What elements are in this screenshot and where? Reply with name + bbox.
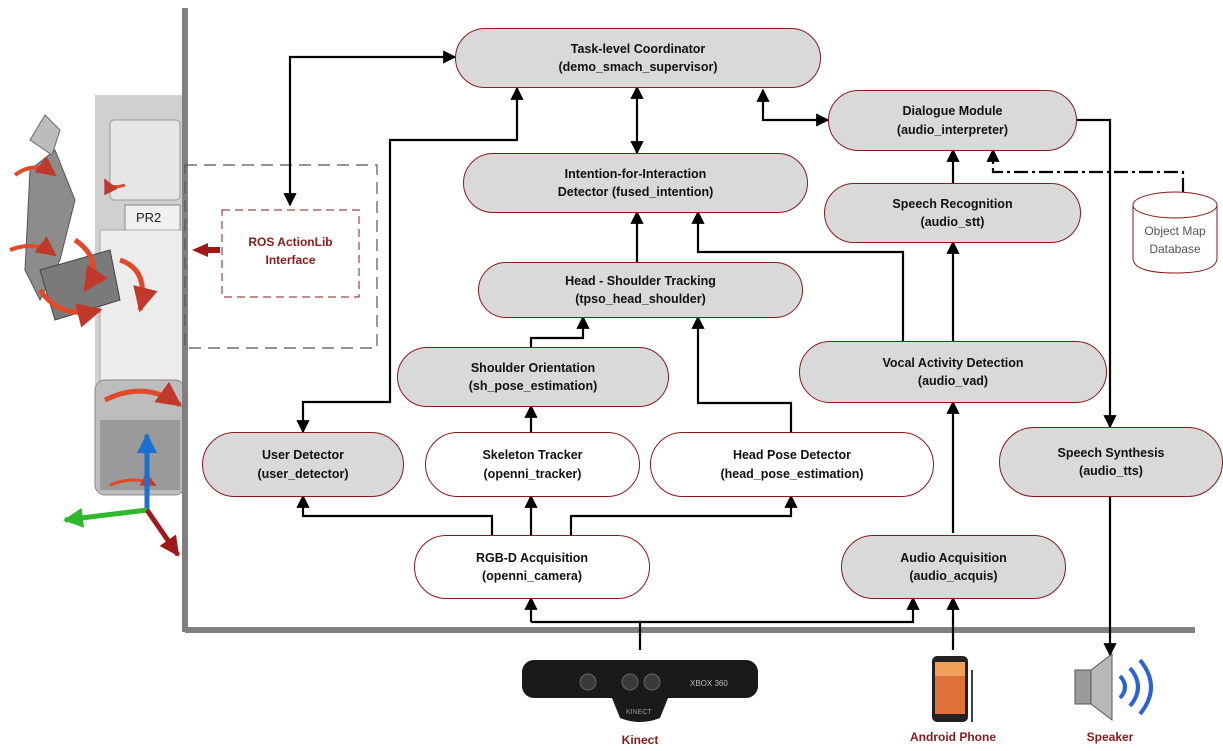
kinect-brand-text: XBOX 360 [690,679,728,688]
node-title: Head - Shoulder Tracking [565,273,716,288]
connector-database-dialogue [986,148,1185,192]
database-line2: Database [1149,242,1201,256]
coordinate-axes [63,433,181,557]
node-subtitle: Detector (fused_intention) [557,185,714,199]
node-subtitle: (openni_camera) [481,569,583,583]
kinect-device-image: XBOX 360 KINECT [522,660,758,722]
pr2-badge: PR2 [136,210,161,225]
node-vocal-activity: Vocal Activity Detection (audio_vad) [799,341,1107,403]
connector-ros-coordinator [283,50,457,207]
node-title: Task-level Coordinator [570,41,706,56]
node-subtitle: (head_pose_estimation) [720,466,864,481]
node-speech-recognition: Speech Recognition (audio_stt) [824,183,1081,243]
node-title: RGB-D Acquisition [475,550,589,565]
node-subtitle: (openni_tracker) [483,466,582,481]
node-title: Shoulder Orientation [470,360,596,375]
node-head-pose-detector: Head Pose Detector (head_pose_estimation… [650,432,934,497]
node-title: Audio Acquisition [900,550,1007,565]
ros-actionlib-line1: ROS ActionLib [248,235,333,249]
connectors [283,50,1185,657]
node-speech-synthesis: Speech Synthesis (audio_tts) [999,427,1223,497]
connector-userdetector-coordinator [296,86,524,434]
connector-vad-intention [691,210,905,341]
node-subtitle: (audio_stt) [920,215,985,229]
connector-rgbd-userdetector [296,494,494,535]
speaker-icon [1074,652,1153,722]
node-task-coordinator: Task-level Coordinator (demo_smach_super… [455,28,821,88]
connector-dialogue-tts [1077,118,1117,429]
node-title: Head Pose Detector [732,448,852,463]
ros-actionlib-interface [184,164,378,349]
node-subtitle: (audio_tts) [1079,464,1143,478]
node-title: Speech Recognition [892,196,1013,211]
node-subtitle: (audio_interpreter) [896,122,1009,137]
node-title: User Detector [262,448,344,463]
ros-actionlib-label: ROS ActionLib Interface [225,233,356,269]
node-head-shoulder-tracking: Head - Shoulder Tracking (tpso_head_shou… [478,262,803,318]
node-dialogue-module: Dialogue Module (audio_interpreter) [828,90,1077,151]
object-map-database-icon [1132,191,1218,274]
node-subtitle: (tpso_head_shoulder) [575,292,706,306]
android-phone-label: Android Phone [910,730,996,744]
node-title: Skeleton Tracker [482,448,583,463]
node-title: Speech Synthesis [1057,445,1165,460]
database-line1: Object Map [1144,224,1206,238]
node-skeleton-tracker: Skeleton Tracker (openni_tracker) [425,432,640,497]
database-label: Object Map Database [1136,222,1214,258]
node-shoulder-orientation: Shoulder Orientation (sh_pose_estimation… [397,347,669,407]
connector-rgbd-headpose [569,494,798,535]
node-audio-acquisition: Audio Acquisition (audio_acquis) [841,535,1066,599]
node-subtitle: (demo_smach_supervisor) [558,60,718,74]
node-user-detector: User Detector (user_detector) [202,432,404,497]
speaker-label: Speaker [1086,730,1134,744]
connector-headpose-headshoulder [691,315,793,432]
kinect-label: Kinect [621,733,659,747]
node-subtitle: (audio_acquis) [909,569,998,583]
connector-shoulder-headshoulder [529,315,590,347]
pr2-robot-image: PR2 [9,95,186,496]
node-subtitle: (sh_pose_estimation) [468,379,598,393]
kinect-front-text: KINECT [626,709,652,716]
node-title: Intention-for-Interaction [564,166,707,181]
node-title: Vocal Activity Detection [882,355,1024,370]
android-phone-image [932,656,973,722]
ros-actionlib-line2: Interface [265,253,316,267]
node-title: Dialogue Module [902,104,1003,119]
connector-kinect-audioacq [531,596,920,624]
node-intention-detector: Intention-for-Interaction Detector (fuse… [463,153,808,213]
connector-coordinator-dialogue [756,88,830,127]
node-subtitle: (user_detector) [257,466,349,481]
node-subtitle: (audio_vad) [917,374,989,388]
node-rgbd-acquisition: RGB-D Acquisition (openni_camera) [414,535,650,599]
